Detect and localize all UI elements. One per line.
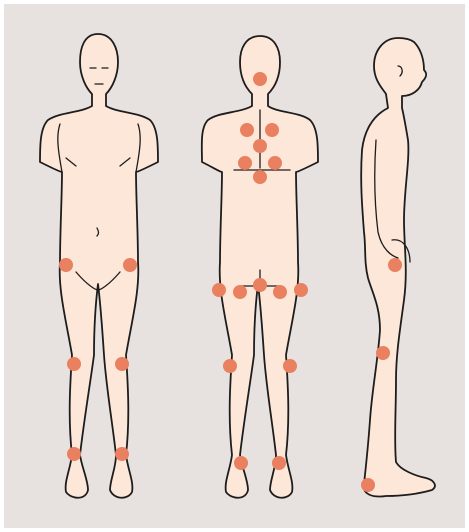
back-marker-occiput — [253, 72, 267, 86]
back-marker-lower-5 — [294, 283, 308, 297]
back-marker-upper-6 — [253, 170, 267, 184]
side-marker-heel — [361, 478, 375, 492]
back-marker-knee-right — [283, 359, 297, 373]
back-marker-heel-left — [234, 456, 248, 470]
front-marker-hip-left — [59, 258, 73, 272]
front-marker-ankle-right — [115, 447, 129, 461]
back-marker-heel-right — [272, 456, 286, 470]
back-marker-upper-1 — [240, 123, 254, 137]
front-marker-knee-left — [67, 357, 81, 371]
front-marker-ankle-left — [67, 447, 81, 461]
back-marker-upper-4 — [238, 156, 252, 170]
front-marker-knee-right — [115, 357, 129, 371]
side-marker-knee — [376, 346, 390, 360]
back-marker-lower-2 — [233, 285, 247, 299]
back-marker-knee-left — [223, 359, 237, 373]
side-marker-hip — [388, 258, 402, 272]
back-marker-upper-5 — [268, 156, 282, 170]
back-marker-lower-3 — [253, 278, 267, 292]
back-marker-upper-2 — [265, 123, 279, 137]
back-marker-lower-1 — [212, 283, 226, 297]
back-marker-lower-4 — [273, 285, 287, 299]
front-marker-hip-right — [123, 258, 137, 272]
back-marker-upper-3 — [253, 139, 267, 153]
